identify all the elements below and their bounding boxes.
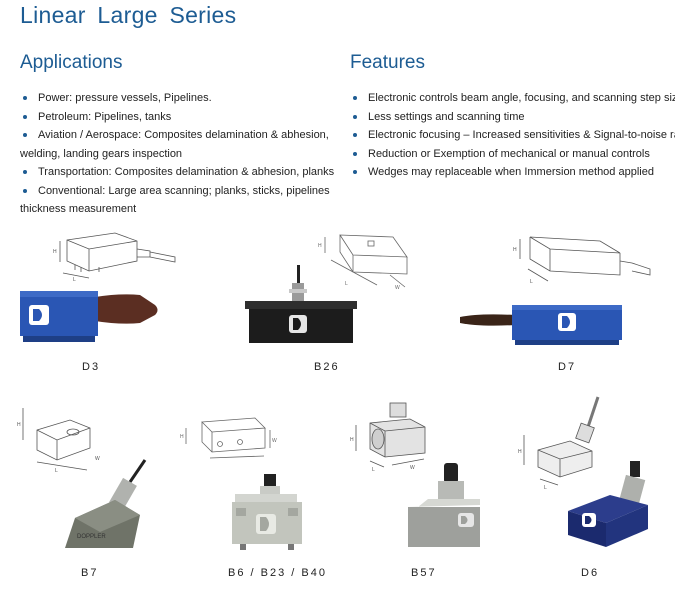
svg-text:W: W (95, 456, 100, 462)
applications-list: Power: pressure vessels, Pipelines. Petr… (20, 89, 340, 219)
product-d7: H L (460, 225, 665, 355)
list-item: Transportation: Composites delamination … (20, 163, 340, 182)
probe-body: DOPPLER (65, 459, 147, 548)
probe-body (20, 291, 158, 342)
svg-text:L: L (345, 281, 348, 287)
list-item: Less settings and scanning time (350, 108, 675, 127)
product-d6: H L (510, 395, 670, 560)
product-label-d3: D3 (82, 361, 101, 373)
list-item: Electronic controls beam angle, focusing… (350, 89, 675, 108)
svg-text:L: L (530, 279, 533, 285)
features-heading: Features (350, 52, 425, 73)
svg-text:W: W (395, 285, 400, 291)
svg-text:H: H (513, 247, 517, 253)
svg-text:L: L (73, 277, 76, 283)
probe-d3-image: H L (20, 232, 176, 342)
svg-text:H: H (318, 243, 322, 249)
svg-text:H: H (180, 434, 184, 440)
applications-heading: Applications (20, 52, 123, 73)
list-item: Reduction or Exemption of mechanical or … (350, 145, 675, 164)
svg-text:H: H (17, 422, 21, 428)
probe-b57-image: H L W (350, 402, 480, 547)
svg-text:L: L (55, 468, 58, 474)
dimension-drawing (523, 396, 600, 486)
dimension-drawing (324, 234, 408, 288)
product-label-b57: B57 (411, 567, 437, 579)
bullet-icon (23, 188, 27, 193)
dimension-drawing (185, 417, 271, 459)
list-item: Wedges may replaceable when Immersion me… (350, 163, 675, 182)
svg-text:L: L (372, 467, 375, 473)
svg-text:DOPPLER: DOPPLER (77, 534, 106, 540)
probe-body (232, 474, 302, 550)
bullet-icon (353, 170, 357, 174)
probe-body (408, 463, 480, 547)
features-list: Electronic controls beam angle, focusing… (350, 89, 675, 182)
probe-b7-image: H L W DOPPLER (17, 408, 147, 548)
probe-d6-image: H L (518, 396, 648, 547)
bullet-icon (23, 133, 27, 137)
probe-body (568, 461, 648, 547)
dimension-drawing (519, 236, 651, 282)
probe-body (460, 305, 622, 345)
product-label-b7: B7 (81, 567, 99, 579)
list-item: Power: pressure vessels, Pipelines. (20, 89, 340, 108)
product-label-d7: D7 (558, 361, 577, 373)
list-item: Petroleum: Pipelines, tanks (20, 108, 340, 127)
bullet-icon (23, 96, 27, 100)
svg-text:H: H (350, 437, 354, 443)
bullet-icon (353, 133, 357, 137)
svg-text:W: W (410, 465, 415, 471)
list-item: Aviation / Aerospace: Composites delamin… (20, 129, 329, 160)
bullet-icon (353, 96, 357, 100)
probe-body (245, 265, 357, 343)
product-b26: H L W (245, 225, 425, 355)
svg-text:W: W (272, 438, 277, 444)
product-label-b26: B26 (314, 361, 340, 373)
product-b7: H L W DOPPLER (15, 400, 185, 560)
probe-b6-image: H W (180, 417, 302, 550)
product-label-d6: D6 (581, 567, 600, 579)
probe-d7-image: H L (460, 236, 651, 345)
probe-b26-image: H L W (245, 234, 408, 343)
list-item: Conventional: Large area scanning; plank… (20, 184, 330, 216)
svg-text:L: L (544, 485, 547, 491)
bullet-icon (353, 151, 357, 156)
svg-text:H: H (53, 249, 57, 255)
product-b57: H L W (340, 395, 510, 560)
dimension-drawing (355, 402, 426, 468)
bullet-icon (23, 114, 27, 119)
list-item: Electronic focusing – Increased sensitiv… (350, 126, 675, 145)
page-title: Linear Large Series (20, 2, 237, 28)
dimension-drawing (22, 408, 91, 471)
svg-text:H: H (518, 449, 522, 455)
bullet-icon (23, 170, 27, 174)
product-b6-b23-b40: H W (180, 400, 310, 560)
product-label-b6-b23-b40: B6 / B23 / B40 (228, 567, 327, 579)
dimension-drawing (59, 232, 176, 279)
product-d3: H L (15, 225, 185, 355)
bullet-icon (353, 114, 357, 119)
